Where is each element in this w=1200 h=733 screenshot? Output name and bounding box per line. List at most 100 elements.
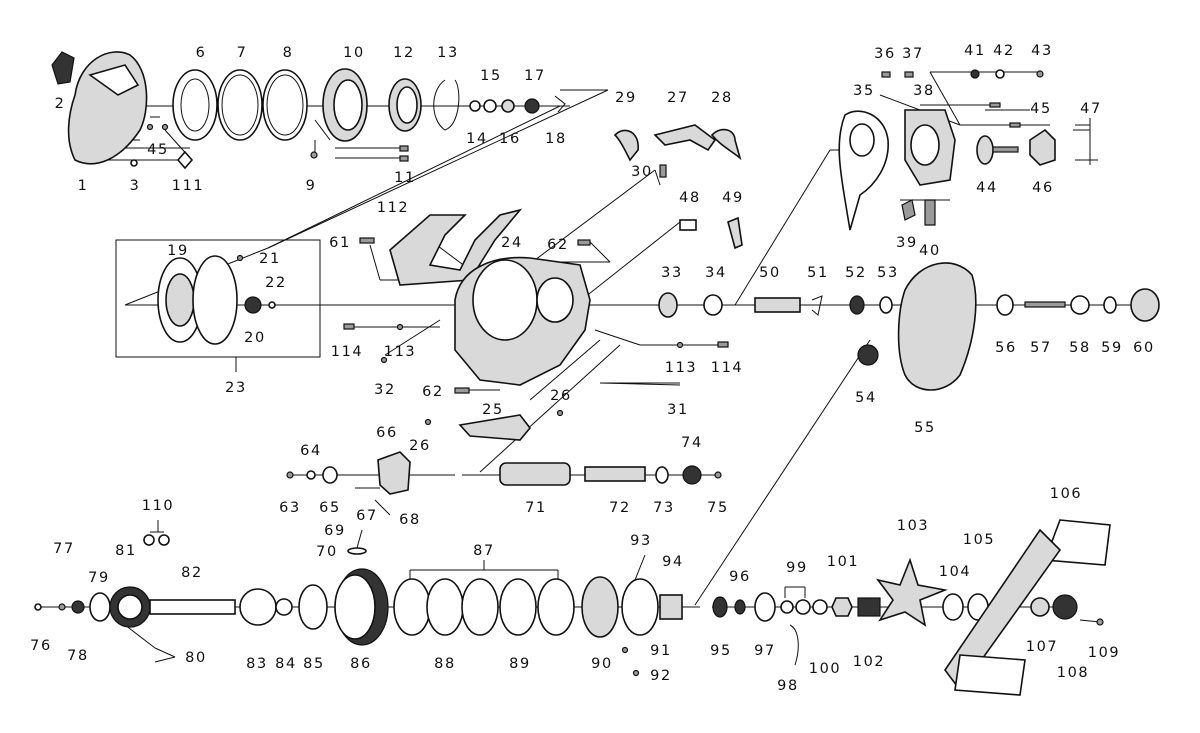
part-28	[710, 128, 742, 161]
part-labels: 1 2 3 45 111 6 7 8 10 9 11 12 13 14 15 1…	[30, 43, 1155, 694]
part-90	[581, 576, 619, 638]
label-36: 36	[874, 46, 896, 62]
label-23: 23	[225, 380, 247, 396]
part-44	[976, 135, 994, 165]
label-98: 98	[777, 678, 799, 694]
label-43: 43	[1031, 43, 1053, 59]
label-27: 27	[667, 90, 689, 106]
label-45b: 45	[1030, 101, 1052, 117]
part-8-ring	[262, 69, 308, 141]
label-96: 96	[729, 569, 751, 585]
label-76: 76	[30, 638, 52, 654]
label-3: 3	[130, 178, 141, 194]
label-6: 6	[196, 45, 207, 61]
label-85: 85	[303, 656, 325, 672]
label-55: 55	[914, 420, 936, 436]
part-1-side-plate	[67, 51, 148, 165]
label-113b: 113	[665, 360, 697, 376]
label-99: 99	[786, 560, 808, 576]
part-55-side-plate	[897, 262, 977, 391]
label-22: 22	[265, 275, 287, 291]
label-61: 61	[329, 235, 351, 251]
part-50-pinion	[754, 297, 801, 313]
label-108: 108	[1057, 665, 1089, 681]
label-28: 28	[711, 90, 733, 106]
part-29	[613, 129, 639, 162]
label-89: 89	[509, 656, 531, 672]
part-21-disc	[192, 255, 238, 345]
part-66	[377, 451, 411, 495]
label-65: 65	[319, 500, 341, 516]
part-82-shaft	[149, 599, 236, 615]
label-77: 77	[53, 541, 75, 557]
label-104: 104	[939, 564, 971, 580]
label-109: 109	[1088, 645, 1120, 661]
label-17: 17	[524, 68, 546, 84]
label-24: 24	[501, 235, 523, 251]
label-11: 11	[394, 170, 416, 186]
label-26a: 26	[550, 388, 572, 404]
label-81: 81	[115, 543, 137, 559]
label-16: 16	[499, 131, 521, 147]
label-113a: 113	[384, 344, 416, 360]
part-71	[499, 462, 571, 486]
label-75: 75	[707, 500, 729, 516]
label-2: 2	[55, 96, 66, 112]
label-42: 42	[993, 43, 1015, 59]
label-74: 74	[681, 435, 703, 451]
label-101: 101	[827, 554, 859, 570]
label-83: 83	[246, 656, 268, 672]
label-64: 64	[300, 443, 322, 459]
label-78: 78	[67, 648, 89, 664]
label-52: 52	[845, 265, 867, 281]
label-41: 41	[964, 43, 986, 59]
label-49: 49	[722, 190, 744, 206]
label-7: 7	[237, 45, 248, 61]
label-90: 90	[591, 656, 613, 672]
part-72	[584, 466, 646, 482]
label-8: 8	[283, 45, 294, 61]
label-105: 105	[963, 532, 995, 548]
label-1: 1	[78, 178, 89, 194]
label-30: 30	[631, 164, 653, 180]
label-62b: 62	[422, 384, 444, 400]
label-9: 9	[306, 178, 317, 194]
label-25: 25	[482, 402, 504, 418]
label-18: 18	[545, 131, 567, 147]
label-50: 50	[759, 265, 781, 281]
label-70: 70	[316, 544, 338, 560]
label-13: 13	[437, 45, 459, 61]
label-54: 54	[855, 390, 877, 406]
label-60: 60	[1133, 340, 1155, 356]
label-34: 34	[705, 265, 727, 281]
label-48: 48	[679, 190, 701, 206]
label-37: 37	[902, 46, 924, 62]
label-97: 97	[754, 643, 776, 659]
label-31: 31	[667, 402, 689, 418]
label-82: 82	[181, 565, 203, 581]
label-88: 88	[434, 656, 456, 672]
label-59: 59	[1101, 340, 1123, 356]
label-19: 19	[167, 243, 189, 259]
label-51: 51	[807, 265, 829, 281]
label-73: 73	[653, 500, 675, 516]
label-92: 92	[650, 668, 672, 684]
label-10: 10	[343, 45, 365, 61]
label-100: 100	[809, 661, 841, 677]
label-12: 12	[393, 45, 415, 61]
label-102: 102	[853, 654, 885, 670]
label-110: 110	[142, 498, 174, 514]
label-44: 44	[976, 180, 998, 196]
label-80: 80	[185, 650, 207, 666]
label-71: 71	[525, 500, 547, 516]
label-33: 33	[661, 265, 683, 281]
label-15: 15	[480, 68, 502, 84]
label-66: 66	[376, 425, 398, 441]
label-35: 35	[853, 83, 875, 99]
label-20: 20	[244, 330, 266, 346]
label-111: 111	[172, 178, 204, 194]
part-7-ring	[217, 69, 263, 141]
part-46	[1029, 128, 1056, 166]
label-87: 87	[473, 543, 495, 559]
label-84: 84	[275, 656, 297, 672]
